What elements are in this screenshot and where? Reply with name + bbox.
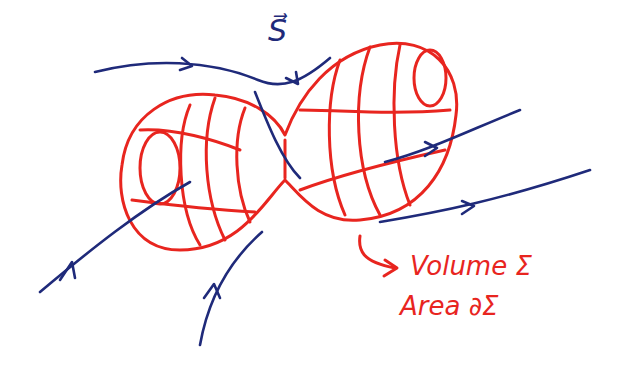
area-label: Area ∂Σ bbox=[400, 292, 499, 321]
vector-label: S⃗ bbox=[268, 14, 287, 47]
volume-label: Volume Σ bbox=[410, 252, 532, 281]
